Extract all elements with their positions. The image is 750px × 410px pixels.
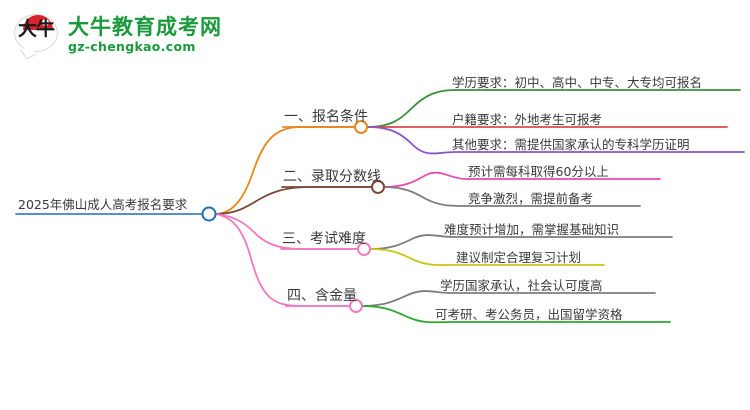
logo-title: 大牛教育成考网 [68, 14, 222, 39]
root-node-label[interactable]: 2025年佛山成人高考报名要求 [18, 197, 188, 212]
connector-branch-2-child-1 [383, 171, 661, 188]
logo-subtitle: gz-chengkao.com [68, 38, 196, 54]
connector-branch-3-child-2 [369, 248, 605, 266]
branch-label-1[interactable]: 一、报名条件 [284, 109, 368, 125]
leaf-label-2-2[interactable]: 竞争激烈，需提前备考 [468, 191, 594, 206]
connector-branch-3-child-1 [369, 234, 673, 250]
leaf-label-4-1[interactable]: 学历国家承认，社会认可度高 [440, 278, 603, 293]
leaf-label-3-2[interactable]: 建议制定合理复习计划 [456, 250, 582, 265]
logo-dot-shape [42, 19, 49, 26]
site-logo: 大牛 大牛教育成考网 gz-chengkao.com [14, 12, 222, 56]
branch-1-node-circle[interactable] [354, 120, 368, 134]
leaf-label-3-1[interactable]: 难度预计增加，需掌握基础知识 [444, 222, 620, 237]
logo-mark-glyph: 大牛 [17, 18, 55, 40]
connector-branch-1-child-1 [366, 89, 741, 128]
branch-3-node-circle[interactable] [357, 242, 371, 256]
connector-root-branch-1 [214, 126, 356, 215]
branch-label-2[interactable]: 二、录取分数线 [283, 169, 381, 185]
logo-red-arc-shape [23, 15, 53, 30]
branch-label-3[interactable]: 三、考试难度 [282, 231, 366, 247]
connector-branch-1-child-3 [366, 126, 745, 155]
connector-branch-2-child-2 [383, 186, 641, 207]
leaf-label-1-1[interactable]: 学历要求：初中、高中、中专、大专均可报名 [452, 75, 703, 90]
logo-text-block: 大牛教育成考网 gz-chengkao.com [68, 15, 222, 54]
branch-label-4[interactable]: 四、含金量 [287, 288, 357, 304]
leaf-label-4-2[interactable]: 可考研、考公务员，出国留学资格 [435, 307, 623, 322]
logo-mark-icon: 大牛 [14, 12, 60, 56]
leaf-label-1-3[interactable]: 其他要求：需提供国家承认的专科学历证明 [452, 137, 690, 152]
leaf-label-1-2[interactable]: 户籍要求：外地考生可报考 [452, 112, 603, 127]
leaf-label-2-1[interactable]: 预计需每科取得60分以上 [468, 164, 609, 179]
branch-2-node-circle[interactable] [371, 180, 385, 194]
root-node-circle[interactable] [201, 206, 217, 222]
connector-branch-4-child-1 [361, 290, 656, 307]
connector-root-branch-4 [214, 213, 351, 307]
connector-branch-4-child-2 [361, 305, 671, 324]
branch-4-node-circle[interactable] [349, 299, 363, 313]
